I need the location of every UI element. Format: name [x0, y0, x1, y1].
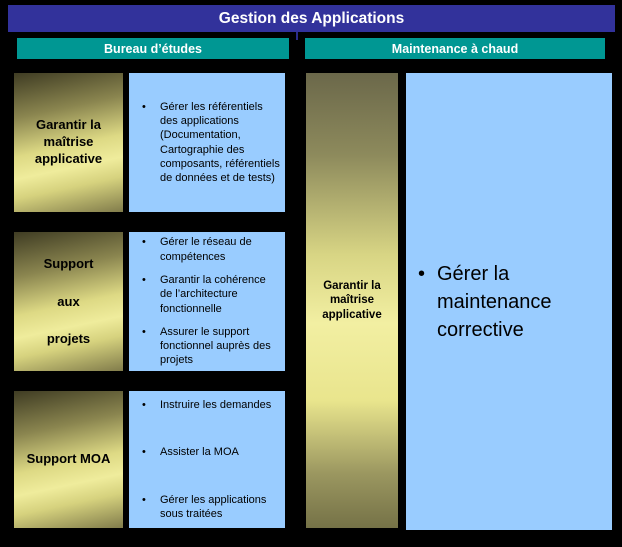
bullet-item: Gérer les référentiels des applications … — [142, 100, 280, 186]
detail-panel-maitrise-applicative: Gérer les référentiels des applications … — [129, 73, 285, 212]
label-box-garantir-la-maitrise-applicative-maintenance: Garantir la maîtrise applicative — [306, 73, 398, 528]
column-header-label: Maintenance à chaud — [391, 41, 519, 56]
bullet-list: Gérer la maintenance corrective — [406, 73, 612, 530]
bullet-list: Instruire les demandes Assister la MOA G… — [129, 391, 285, 528]
bullet-item: Gérer le réseau de compétences — [142, 235, 280, 264]
bullet-list: Gérer le réseau de compétences Garantir … — [129, 232, 285, 371]
bullet-item: Instruire les demandes — [142, 398, 280, 413]
column-header-maintenance-a-chaud: Maintenance à chaud — [305, 38, 605, 59]
label-box-garantir-la-maitrise-applicative: Garantir la maîtrise applicative — [14, 73, 123, 212]
title-bar: Gestion des Applications — [8, 5, 615, 32]
bullet-list: Gérer les référentiels des applications … — [129, 73, 285, 212]
bullet-item: Gérer les applications sous traitées — [142, 493, 280, 522]
bullet-item: Assurer le support fonctionnel auprès de… — [142, 325, 280, 368]
bullet-item: Garantir la cohérence de l’architecture … — [142, 273, 280, 316]
detail-panel-support-moa: Instruire les demandes Assister la MOA G… — [129, 391, 285, 528]
label-box-support-moa: Support MOA — [14, 391, 123, 528]
page-title: Gestion des Applications — [218, 9, 405, 27]
bullet-item: Assister la MOA — [142, 445, 280, 460]
detail-panel-support-aux-projets: Gérer le réseau de compétences Garantir … — [129, 232, 285, 371]
label-box-support-aux-projets: Support aux projets — [14, 232, 123, 371]
column-header-bureau-detudes: Bureau d’études — [17, 38, 289, 59]
column-header-label: Bureau d’études — [104, 41, 202, 56]
bullet-item: Gérer la maintenance corrective — [418, 260, 604, 344]
detail-panel-maintenance-corrective: Gérer la maintenance corrective — [406, 73, 612, 530]
